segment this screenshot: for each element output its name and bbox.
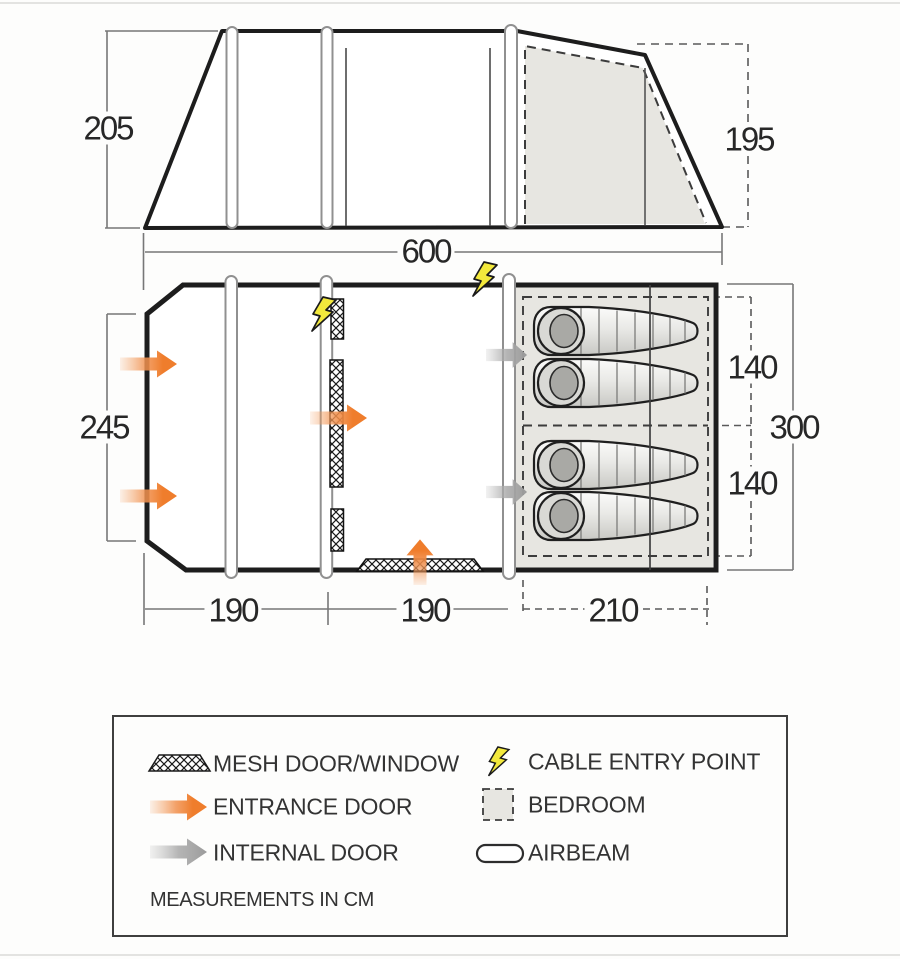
side-airbeam-1 (225, 26, 239, 229)
legend-label-cable: CABLE ENTRY POINT (528, 748, 761, 775)
side-airbeam-2 (320, 26, 334, 229)
side-airbeam-3 (504, 24, 518, 229)
legend-label-entrance: ENTRANCE DOOR (213, 793, 413, 820)
legend-label-airbeam: AIRBEAM (528, 839, 631, 866)
dim-side-height-right: 195 (720, 122, 778, 156)
dim-plan-bay-mid: 190 (396, 593, 454, 627)
dim-plan-bedroom-lower: 140 (723, 466, 781, 500)
dim-plan-bedroom-depth: 210 (584, 593, 642, 627)
legend-label-bedroom: BEDROOM (528, 791, 646, 818)
plan-dim-dashed (522, 296, 752, 625)
dim-plan-living-depth: 245 (75, 410, 133, 444)
dim-plan-bedroom-upper: 140 (723, 350, 781, 384)
plan-airbeam-1 (224, 275, 238, 579)
side-elevation-view (105, 24, 749, 290)
bedroom-swatch-icon (482, 788, 514, 821)
side-bedroom-area (524, 44, 707, 225)
bottom-border-line (0, 954, 900, 956)
mesh-segment-top (330, 298, 345, 340)
plan-airbeam-3 (502, 273, 516, 580)
dim-side-height-left: 205 (79, 111, 137, 145)
dim-plan-bay-left: 190 (204, 593, 262, 627)
dim-side-width: 600 (397, 234, 455, 268)
mesh-swatch-icon (147, 754, 212, 772)
top-border-line (0, 2, 900, 4)
legend-icons (147, 746, 525, 866)
plan-dim-lines (106, 283, 794, 625)
mesh-segment-bottom (330, 508, 345, 552)
legend-label-internal: INTERNAL DOOR (213, 839, 399, 866)
floor-plan-view (106, 261, 794, 625)
mesh-door-segments (329, 298, 345, 552)
airbeam-pill-icon (475, 843, 525, 864)
legend-measurements-note: MEASUREMENTS IN CM (150, 889, 374, 911)
legend-box (112, 715, 788, 937)
dim-plan-bedroom-total: 300 (765, 410, 823, 444)
side-airbeams (225, 24, 518, 229)
legend-label-mesh: MESH DOOR/WINDOW (213, 750, 459, 777)
